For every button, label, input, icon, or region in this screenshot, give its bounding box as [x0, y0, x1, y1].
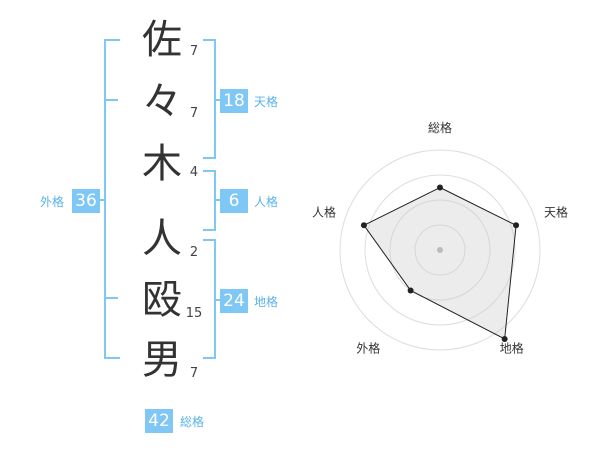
radar-point: [437, 184, 443, 191]
name-char-6: 男: [142, 337, 182, 383]
soukaku-label: 総格: [180, 415, 205, 429]
name-char-1: 佐: [142, 17, 182, 63]
radar-axis-label: 地格: [500, 341, 524, 356]
stroke-count-6: 7: [189, 366, 199, 381]
radar-axis-label: 天格: [544, 204, 568, 219]
radar-axis-label: 総格: [428, 120, 452, 135]
stroke-count-4: 2: [189, 245, 199, 260]
radar-axis-label: 外格: [356, 341, 380, 356]
name-char-4: 人: [142, 216, 182, 262]
name-char-5: 殴: [142, 277, 182, 323]
tenkaku-label: 天格: [254, 95, 279, 109]
gaikaku-label: 外格: [40, 195, 65, 209]
radar-point: [501, 335, 508, 342]
stroke-count-5: 15: [185, 306, 203, 321]
radar-point: [360, 222, 367, 229]
radar-axis-label: 人格: [312, 204, 336, 219]
chikaku-value: 24: [220, 289, 248, 313]
radar-area: [363, 186, 517, 340]
radar-point: [513, 222, 520, 229]
gaikaku-value: 36: [72, 189, 100, 213]
radar-point: [407, 287, 414, 294]
tenkaku-value: 18: [220, 89, 248, 113]
chikaku-label: 地格: [254, 295, 279, 309]
radar-center: [437, 247, 443, 253]
name-char-3: 木: [142, 141, 182, 187]
name-char-2: 々: [142, 79, 182, 125]
jinkaku-label: 人格: [254, 195, 279, 209]
stroke-count-2: 7: [189, 106, 199, 121]
soukaku-value: 42: [145, 409, 173, 433]
stroke-count-1: 7: [189, 44, 199, 59]
jinkaku-value: 6: [220, 189, 248, 213]
stroke-count-3: 4: [189, 165, 199, 180]
